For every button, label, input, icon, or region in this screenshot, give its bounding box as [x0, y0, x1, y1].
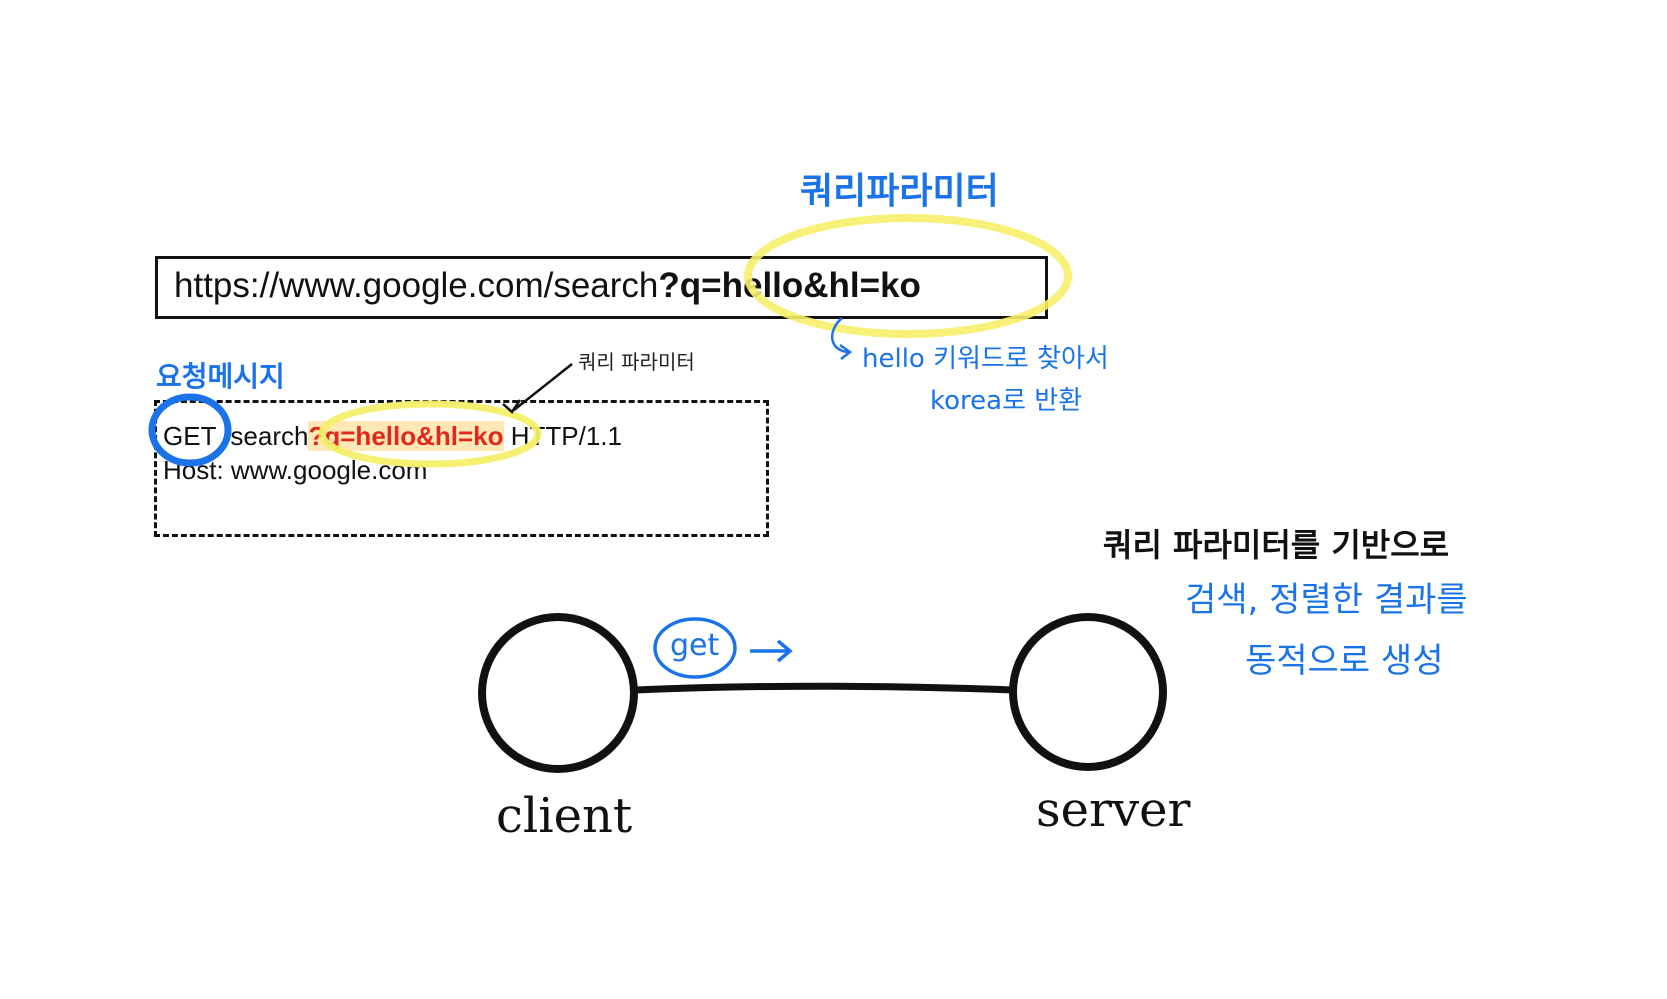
client-label: client — [496, 788, 633, 844]
server-label: server — [1036, 782, 1191, 838]
get-bubble-label: get — [670, 628, 720, 663]
client-node — [478, 613, 638, 773]
client-server-connection — [633, 682, 1014, 694]
request-method: GET — [163, 421, 216, 451]
server-note-line-1: 쿼리 파라미터를 기반으로 — [1103, 526, 1450, 564]
request-query-highlight — [318, 400, 542, 468]
request-message-label: 요청메시지 — [156, 360, 285, 393]
request-query: ?q=hello&hl=ko — [308, 421, 504, 451]
url-bar — [155, 256, 1048, 319]
query-pointer-arrowhead — [502, 399, 522, 414]
query-param-small-label: 쿼리 파라미터 — [578, 350, 695, 374]
query-param-title: 쿼리파라미터 — [800, 171, 999, 212]
get-method-circle — [148, 393, 232, 467]
server-node — [1009, 613, 1167, 771]
url-query: ?q=hello&hl=ko — [658, 266, 921, 305]
url-base: https://www.google.com/search — [174, 266, 659, 305]
request-line: GET /search?q=hello&hl=ko HTTP/1.1 — [163, 421, 622, 452]
server-note-line-2: 검색, 정렬한 결과를 — [1185, 580, 1468, 620]
url-query-highlight — [744, 214, 1072, 338]
note-hook-arrow — [831, 317, 849, 354]
note-line-1: hello 키워드로 찾아서 — [862, 344, 1109, 374]
request-path: /search — [215, 421, 309, 451]
server-note-line-3: 동적으로 생성 — [1245, 641, 1444, 681]
query-pointer-line — [513, 363, 573, 411]
get-arrowhead — [776, 639, 793, 663]
note-hook-arrowhead — [839, 343, 853, 360]
note-line-2: korea로 반환 — [930, 386, 1083, 416]
url-text: https://www.google.com/search?q=hello&hl… — [174, 266, 921, 306]
get-bubble-outline — [653, 617, 737, 679]
